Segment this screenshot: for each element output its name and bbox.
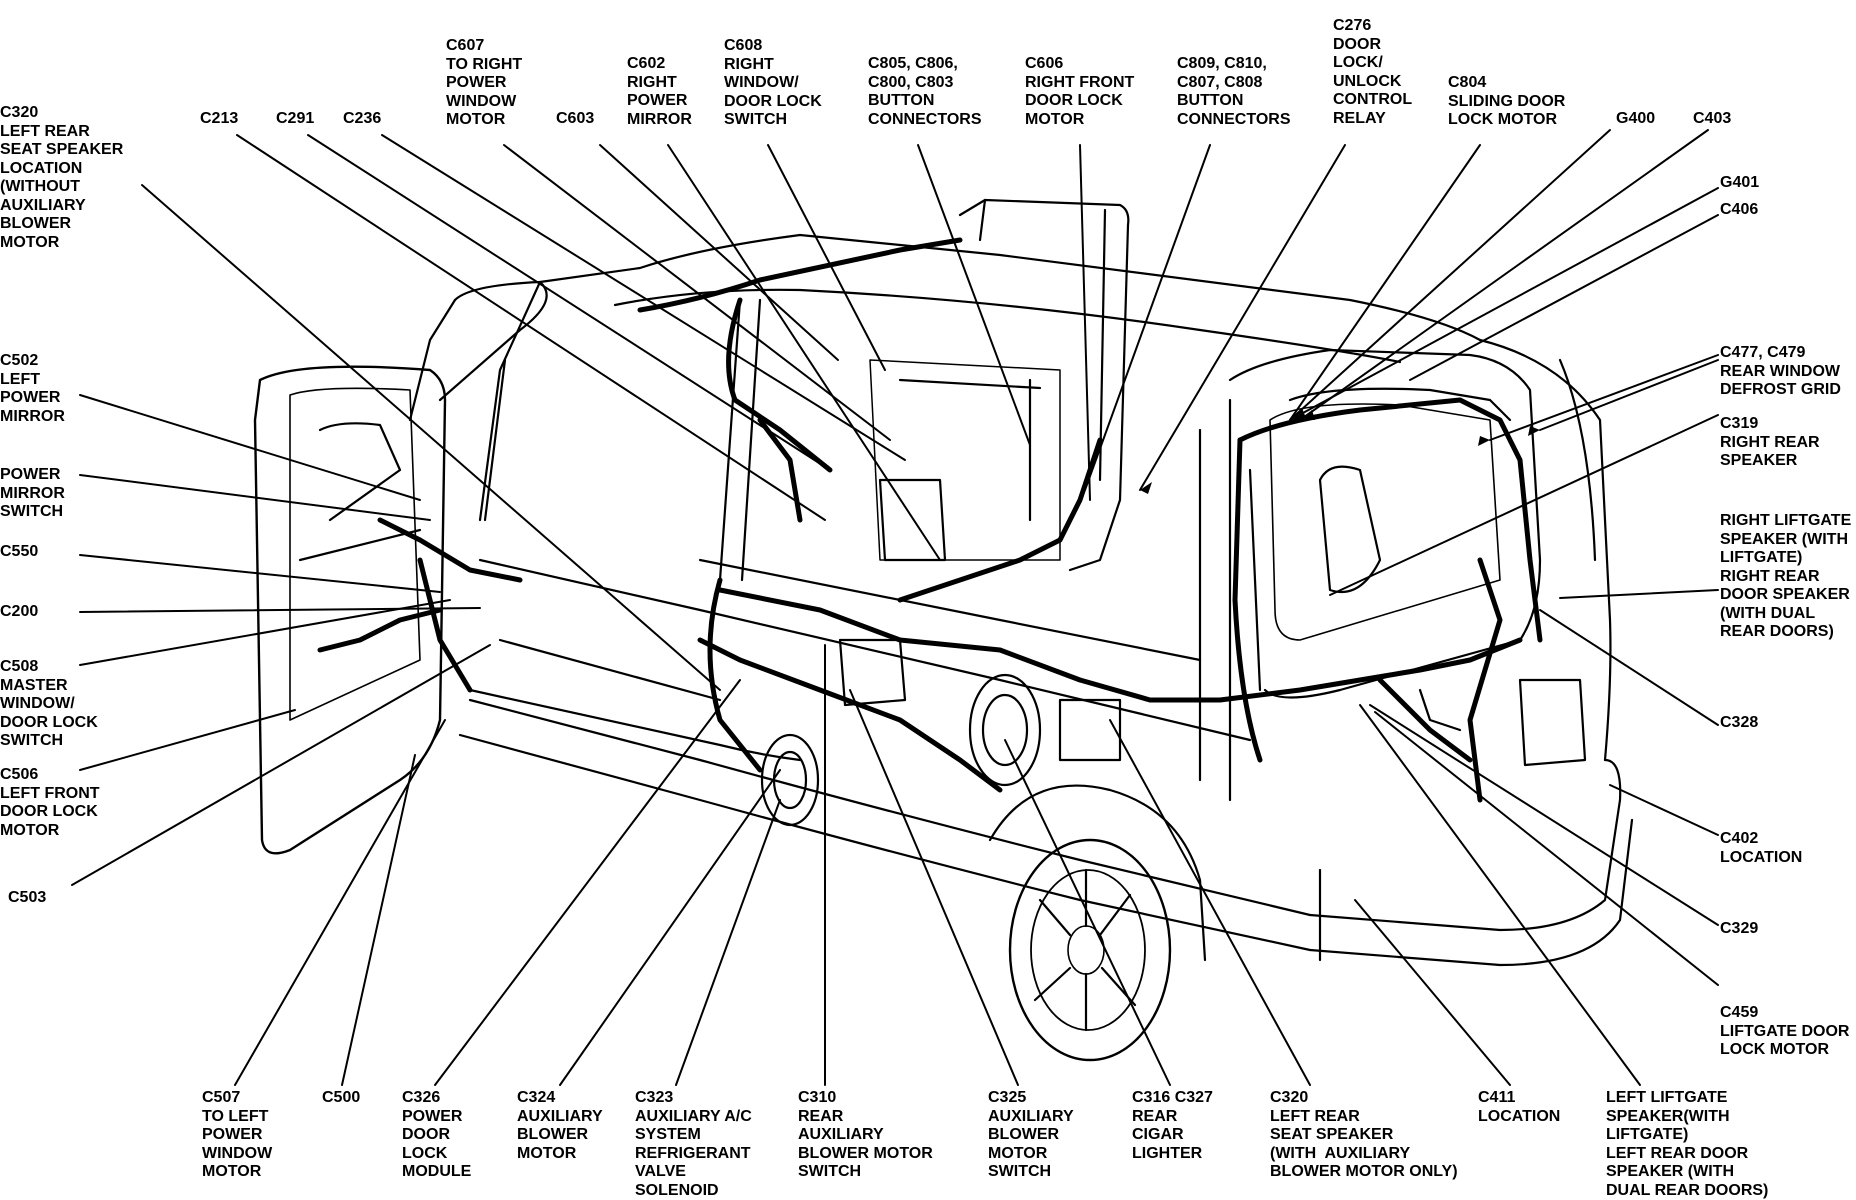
label-c329: C329 <box>1720 920 1759 937</box>
label-c550: C550 <box>0 543 39 560</box>
label-c608: C608 RIGHT WINDOW/ DOOR LOCK SWITCH <box>724 37 822 128</box>
label-c316-c327: C316 C327 REAR CIGAR LIGHTER <box>1132 1089 1213 1162</box>
label-power-mirror-switch: POWER MIRROR SWITCH <box>0 466 65 520</box>
van-body <box>253 198 1634 1062</box>
label-c603: C603 <box>556 110 595 127</box>
wiring-harness <box>317 237 1543 803</box>
label-c500: C500 <box>322 1089 361 1106</box>
label-g400: G400 <box>1616 110 1656 127</box>
label-c319: C319 RIGHT REAR SPEAKER <box>1720 415 1820 469</box>
label-g401: G401 <box>1720 174 1760 191</box>
label-c406: C406 <box>1720 201 1759 218</box>
label-c323: C323 AUXILIARY A/C SYSTEM REFRIGERANT VA… <box>635 1089 752 1199</box>
label-left-liftgate-speaker: LEFT LIFTGATE SPEAKER(WITH LIFTGATE) LEF… <box>1606 1089 1769 1199</box>
label-c506: C506 LEFT FRONT DOOR LOCK MOTOR <box>0 766 100 839</box>
label-c325-aux-switch: C325 AUXILIARY BLOWER MOTOR SWITCH <box>988 1089 1074 1180</box>
label-c459: C459 LIFTGATE DOOR LOCK MOTOR <box>1720 1004 1850 1058</box>
label-c291: C291 <box>276 110 315 127</box>
label-c324: C324 AUXILIARY BLOWER MOTOR <box>517 1089 603 1162</box>
label-c477-c479: C477, C479 REAR WINDOW DEFROST GRID <box>1720 344 1841 398</box>
label-c200: C200 <box>0 603 39 620</box>
label-c602: C602 RIGHT POWER MIRROR <box>627 55 692 128</box>
label-c236: C236 <box>343 110 382 127</box>
label-c809-group: C809, C810, C807, C808 BUTTON CONNECTORS <box>1177 55 1291 128</box>
label-c804: C804 SLIDING DOOR LOCK MOTOR <box>1448 74 1566 128</box>
label-c606: C606 RIGHT FRONT DOOR LOCK MOTOR <box>1025 55 1135 128</box>
label-c805-group: C805, C806, C800, C803 BUTTON CONNECTORS <box>868 55 982 128</box>
label-c328: C328 <box>1720 714 1759 731</box>
label-c320-with-aux: C320 LEFT REAR SEAT SPEAKER (WITH AUXILI… <box>1270 1089 1458 1180</box>
label-c403: C403 <box>1693 110 1732 127</box>
label-c607: C607 TO RIGHT POWER WINDOW MOTOR <box>446 37 523 128</box>
label-c503: C503 <box>8 889 47 906</box>
label-c320-left-rear-seat-speaker-location: C320 LEFT REAR SEAT SPEAKER LOCATION (WI… <box>0 104 124 251</box>
leader-lines <box>71 129 1719 1086</box>
label-c213: C213 <box>200 110 239 127</box>
label-c402: C402 LOCATION <box>1720 830 1803 866</box>
label-c310: C310 REAR AUXILIARY BLOWER MOTOR SWITCH <box>798 1089 933 1180</box>
leader-arrowheads <box>1140 408 1540 494</box>
label-right-liftgate-speaker: RIGHT LIFTGATE SPEAKER (WITH LIFTGATE) R… <box>1720 512 1852 640</box>
label-c411: C411 LOCATION <box>1478 1089 1561 1125</box>
label-c508: C508 MASTER WINDOW/ DOOR LOCK SWITCH <box>0 658 98 749</box>
label-c326: C326 POWER DOOR LOCK MODULE <box>402 1089 472 1180</box>
label-c276: C276 DOOR LOCK/ UNLOCK CONTROL RELAY <box>1333 17 1413 127</box>
label-c507: C507 TO LEFT POWER WINDOW MOTOR <box>202 1089 273 1180</box>
label-c502: C502 LEFT POWER MIRROR <box>0 352 65 425</box>
